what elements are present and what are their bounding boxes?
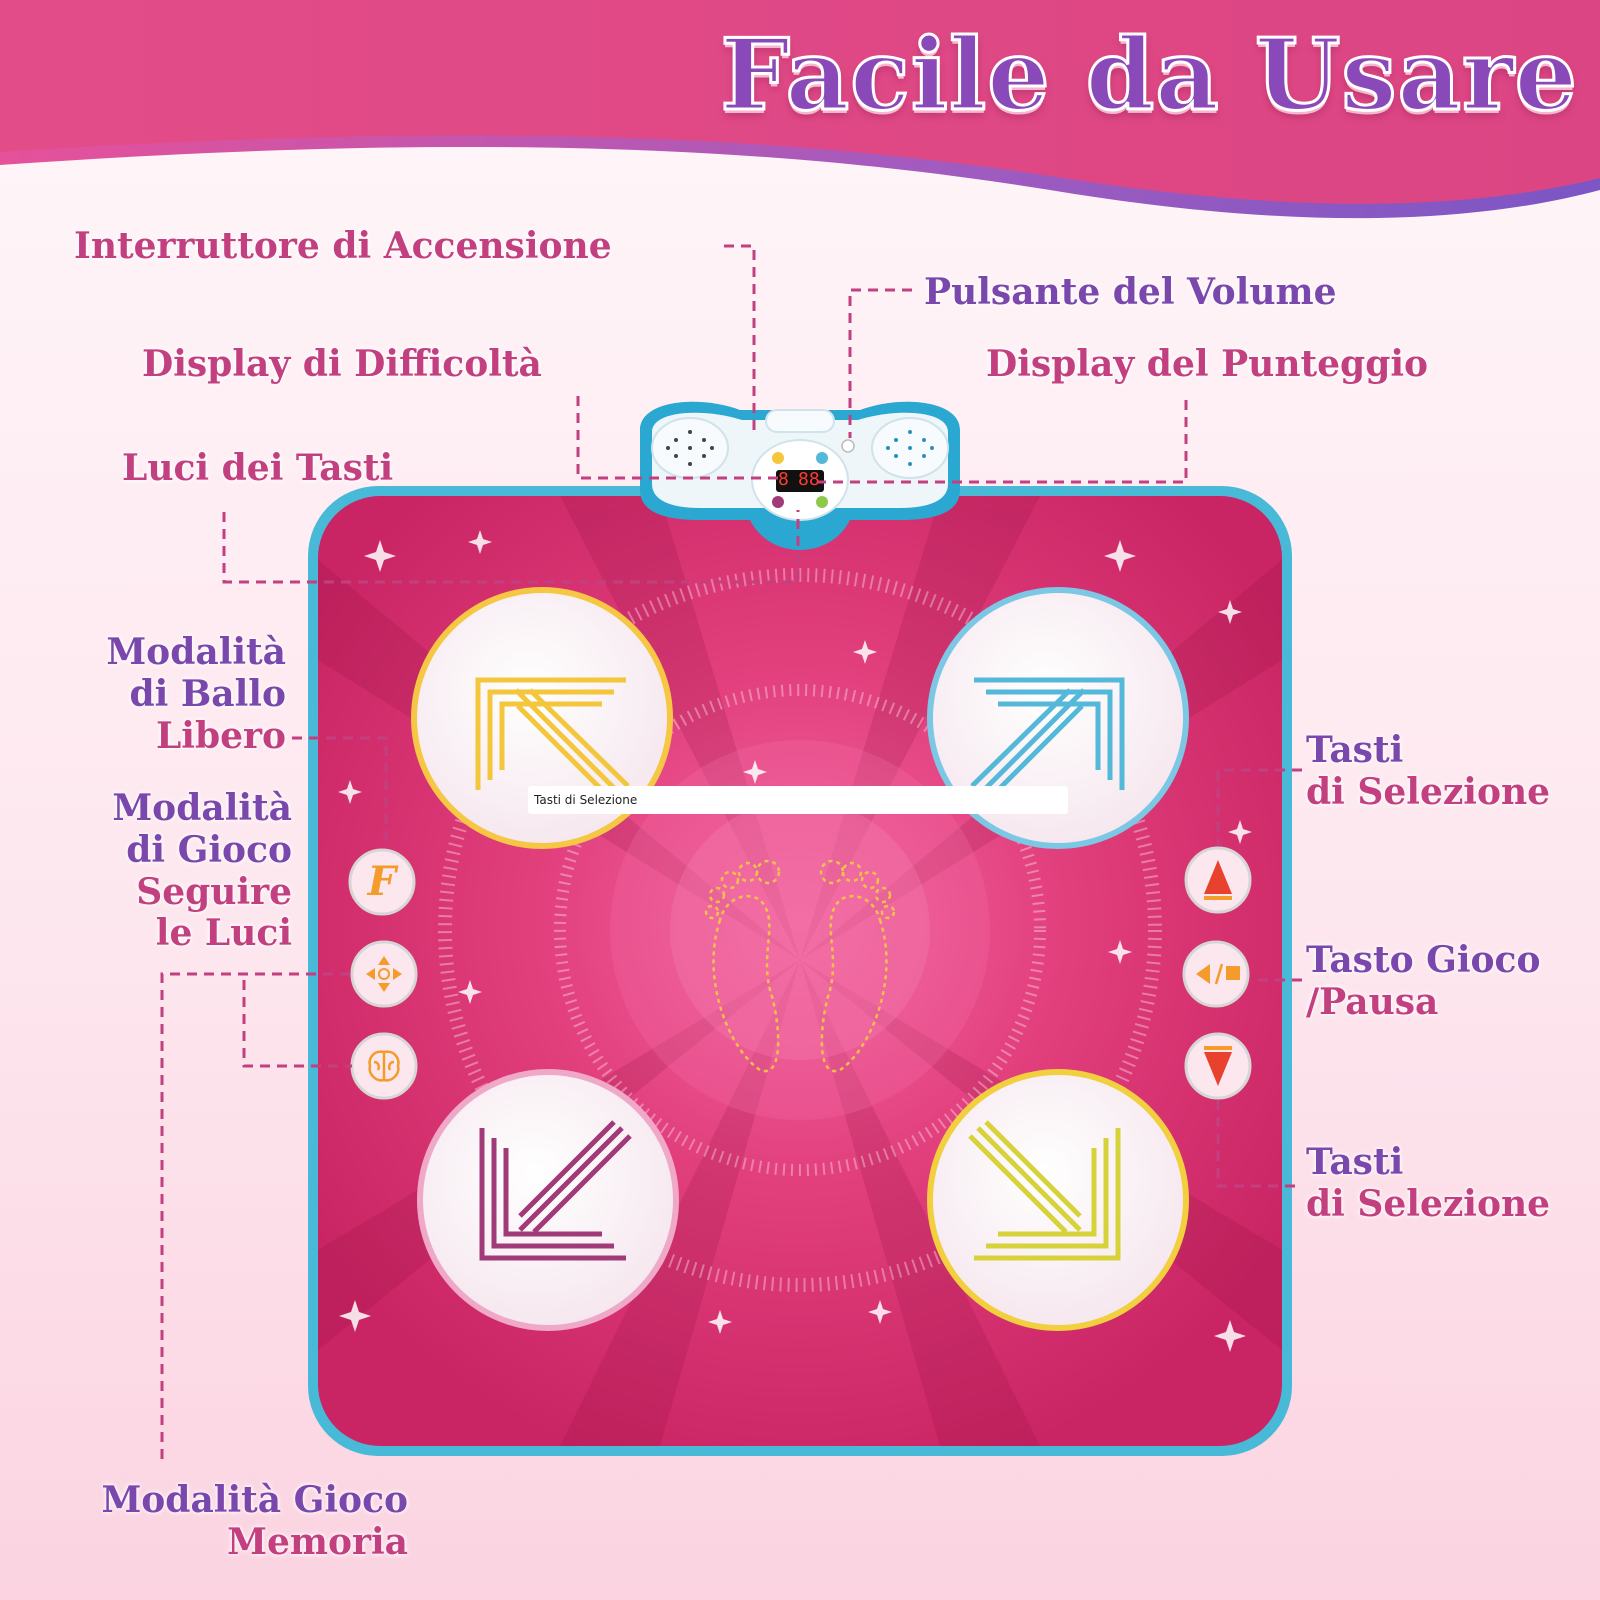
footprints xyxy=(704,859,896,1073)
brain-icon[interactable] xyxy=(362,1044,406,1088)
triangle-down-icon[interactable] xyxy=(1198,1042,1238,1090)
label-play-pause: Tasto Gioco /Pausa xyxy=(1306,939,1541,1024)
pad-down-right xyxy=(927,1069,1189,1331)
selection-bottom-line-1: Tasti xyxy=(1306,1141,1404,1183)
difficulty-display: 8 xyxy=(778,469,789,490)
pad-up-left xyxy=(411,587,673,849)
selection-top-line-2: di Selezione xyxy=(1306,770,1551,813)
pad-down-left xyxy=(417,1069,679,1331)
label-selection-keys-top: Tasti di Selezione xyxy=(1306,729,1551,814)
free-dance-line-2: di Ballo xyxy=(129,672,287,715)
selection-top-line-1: Tasti xyxy=(1306,729,1404,771)
page-title: Facile da Usare xyxy=(719,17,1579,135)
leader-lines xyxy=(160,244,1302,1460)
f-logo-icon[interactable]: F xyxy=(367,858,397,905)
follow-lights-line-4: le Luci xyxy=(155,912,292,955)
label-selection-keys-bottom: Tasti di Selezione xyxy=(1306,1141,1551,1226)
selection-bottom-line-2: di Selezione xyxy=(1306,1182,1551,1225)
play-pause-line-2: /Pausa xyxy=(1306,980,1439,1023)
label-key-lights: Luci dei Tasti xyxy=(122,447,394,489)
follow-lights-line-2: di Gioco xyxy=(126,828,292,871)
text-box[interactable]: Tasti di Selezione xyxy=(528,786,1068,814)
pad-up-right xyxy=(927,587,1189,849)
follow-lights-line-1: Modalità xyxy=(112,787,292,829)
play-pause-icon[interactable] xyxy=(1192,956,1242,992)
label-difficulty-display: Display di Difficoltà xyxy=(142,343,542,385)
memory-line-1: Modalità Gioco xyxy=(101,1479,408,1521)
play-pause-line-1: Tasto Gioco xyxy=(1306,939,1541,981)
label-power-switch: Interruttore di Accensione xyxy=(74,225,612,267)
top-banner xyxy=(0,0,1600,219)
free-dance-line-3: Libero xyxy=(155,714,286,757)
memory-line-2: Memoria xyxy=(227,1520,408,1563)
dpad-icon[interactable] xyxy=(362,952,406,996)
free-dance-line-1: Modalità xyxy=(106,631,286,673)
triangle-up-icon[interactable] xyxy=(1198,856,1238,904)
label-follow-lights-mode: Modalità di Gioco Seguire le Luci xyxy=(40,787,292,955)
follow-lights-line-3: Seguire xyxy=(136,870,292,913)
label-volume-button: Pulsante del Volume xyxy=(924,271,1337,313)
label-free-dance-mode: Modalità di Ballo Libero xyxy=(40,631,287,757)
control-console xyxy=(640,401,960,550)
label-memory-mode: Modalità Gioco Memoria xyxy=(40,1479,408,1564)
label-score-display: Display del Punteggio xyxy=(986,343,1429,385)
score-display: 88 xyxy=(798,469,820,490)
